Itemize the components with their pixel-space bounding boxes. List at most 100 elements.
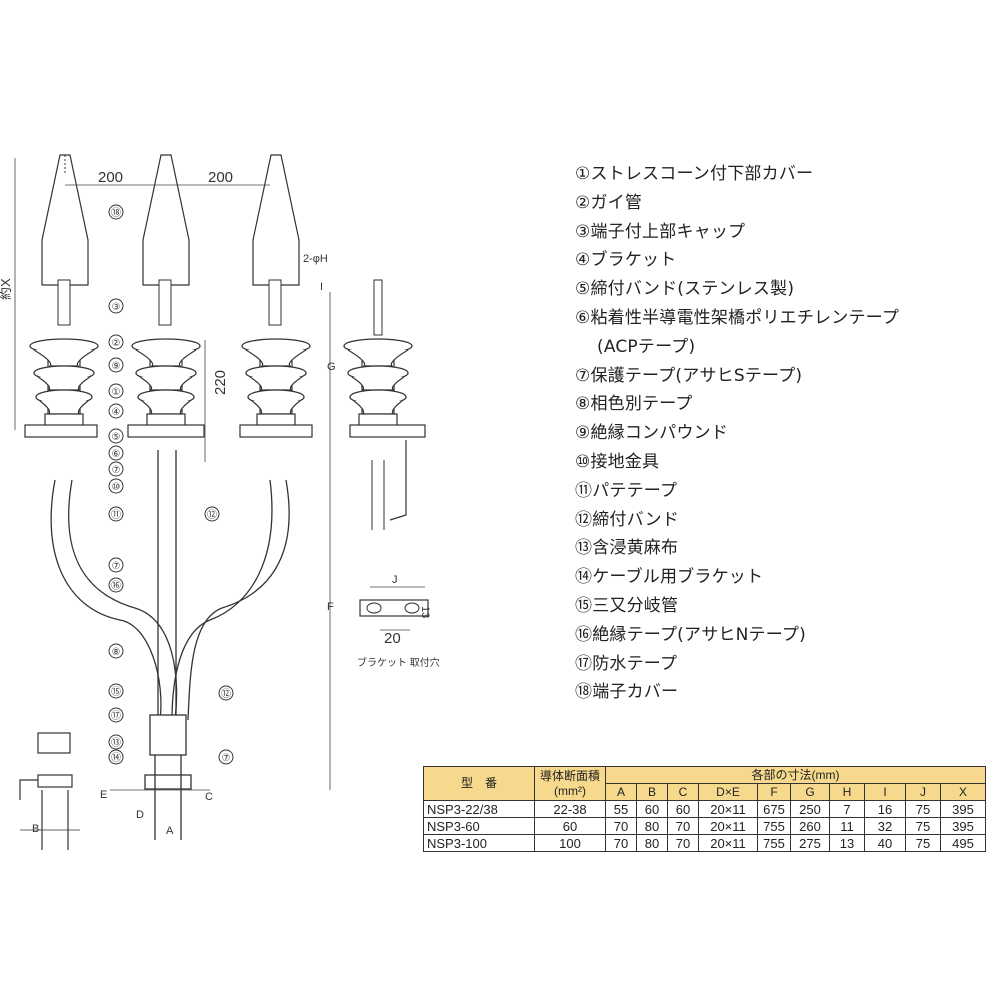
callout-15: ⑮: [108, 683, 124, 699]
bracket-right: [239, 424, 313, 438]
part-12: ⑫締付バンド: [575, 509, 680, 530]
part-13: ⑬含浸黄麻布: [575, 538, 679, 559]
dim-e: E: [100, 789, 107, 801]
callout-12: ⑫: [204, 506, 220, 522]
svg-text:⑱: ⑱: [111, 207, 121, 219]
insulator-right: [241, 338, 311, 436]
header-j: J: [905, 783, 941, 801]
part-15: ⑮三又分岐管: [575, 595, 679, 616]
svg-text:②: ②: [112, 338, 121, 349]
terminal-cover-right: [252, 154, 300, 326]
bracket-left: [24, 424, 98, 438]
cable-bracket-detail: [19, 732, 80, 850]
part-3: ③端子付上部キャップ: [575, 221, 746, 242]
header-a: A: [605, 783, 637, 801]
svg-text:⑦: ⑦: [112, 561, 121, 572]
callouts-left: ⑱ ③ ② ⑨ ① ④ ⑤ ⑥ ⑦ ⑩ ⑪ ⑦ ⑯ ⑧ ⑮ ⑰ ⑬ ⑭: [108, 204, 124, 765]
dim-g: G: [327, 361, 336, 373]
dim-200-right: 200: [208, 169, 233, 186]
dim-i: I: [320, 281, 323, 293]
parts-list: ①ストレスコーン付下部カバー ②ガイ管 ③端子付上部キャップ ④ブラケット ⑤締…: [575, 160, 899, 707]
callout-10: ⑩: [108, 478, 124, 494]
dim-220: 220: [212, 370, 229, 395]
dim-d: D: [136, 809, 144, 821]
part-2: ②ガイ管: [575, 192, 643, 213]
dim-c: C: [205, 791, 213, 803]
part-18: ⑱端子カバー: [575, 682, 679, 703]
part-4: ④ブラケット: [575, 250, 677, 271]
svg-text:⑯: ⑯: [111, 580, 121, 592]
dim-20: 20: [384, 630, 401, 647]
header-g: G: [790, 783, 830, 801]
terminal-cover-left: [41, 154, 89, 326]
callout-14: ⑭: [108, 749, 124, 765]
callout-16: ⑯: [108, 577, 124, 593]
dim-f: F: [327, 601, 334, 613]
trifurcating-sleeve: [149, 714, 187, 756]
header-c: C: [667, 783, 699, 801]
callout-12b: ⑫: [218, 685, 234, 701]
header-x: X: [940, 783, 986, 801]
callout-5: ⑤: [108, 428, 124, 444]
dim-h: 2-φH: [303, 253, 328, 265]
part-7: ⑦保護テープ(アサヒSテープ): [575, 365, 803, 386]
callout-8: ⑧: [108, 643, 124, 659]
callout-13: ⑬: [108, 734, 124, 750]
callout-1: ①: [108, 383, 124, 399]
svg-text:⑥: ⑥: [112, 449, 121, 460]
callout-6: ⑥: [108, 445, 124, 461]
dim-200-left: 200: [98, 169, 123, 186]
insulator-center: [131, 338, 201, 436]
callout-4: ④: [108, 403, 124, 419]
dim-13: 13: [419, 606, 431, 618]
part-8: ⑧相色別テープ: [575, 394, 693, 415]
part-6: ⑥粘着性半導電性架橋ポリエチレンテープ: [575, 307, 900, 328]
svg-text:⑬: ⑬: [111, 737, 121, 749]
part-16: ⑯絶縁テープ(アサヒNテープ): [575, 624, 806, 645]
svg-text:⑮: ⑮: [111, 686, 121, 698]
insulator-left: [29, 338, 99, 436]
bracket-caption: ブラケット 取付穴: [357, 656, 440, 669]
svg-text:⑭: ⑭: [111, 752, 121, 764]
callout-3: ③: [108, 298, 124, 314]
part-17: ⑰防水テープ: [575, 653, 678, 674]
part-5: ⑤締付バンド(ステンレス製): [575, 279, 795, 300]
callout-9: ⑨: [108, 357, 124, 373]
callout-11: ⑪: [108, 506, 124, 522]
callout-7: ⑦: [108, 461, 124, 477]
header-model: 型 番: [423, 766, 535, 801]
callout-7c: ⑦: [218, 749, 234, 765]
svg-text:⑦: ⑦: [112, 465, 121, 476]
main-cable: [154, 755, 182, 840]
terminal-cover-center: [142, 154, 190, 326]
header-h: H: [829, 783, 865, 801]
callout-2: ②: [108, 334, 124, 350]
part-11: ⑪パテテープ: [575, 480, 678, 501]
svg-text:⑰: ⑰: [111, 710, 121, 722]
header-b: B: [636, 783, 668, 801]
callout-18: ⑱: [108, 204, 124, 220]
svg-text:①: ①: [112, 387, 121, 398]
callout-17: ⑰: [108, 707, 124, 723]
svg-text:⑤: ⑤: [112, 432, 121, 443]
spec-table: 型 番 導体断面積(mm²) 各部の寸法(mm) A B C D×E F G H…: [423, 766, 986, 852]
svg-text:⑩: ⑩: [112, 482, 121, 493]
svg-text:⑪: ⑪: [111, 509, 121, 521]
part-6-cont: (ACPテープ): [597, 336, 696, 357]
callout-7b: ⑦: [108, 557, 124, 573]
svg-text:③: ③: [112, 302, 121, 313]
header-f: F: [757, 783, 791, 801]
dim-a: A: [166, 825, 174, 837]
part-14: ⑭ケーブル用ブラケット: [575, 567, 764, 588]
bracket-hole-detail: [359, 586, 429, 631]
dim-j: J: [392, 574, 398, 586]
cable-bracket: [144, 774, 192, 790]
header-i: I: [864, 783, 906, 801]
side-view: [343, 279, 426, 530]
header-area: 導体断面積(mm²): [534, 766, 606, 801]
svg-text:⑫: ⑫: [221, 688, 231, 700]
